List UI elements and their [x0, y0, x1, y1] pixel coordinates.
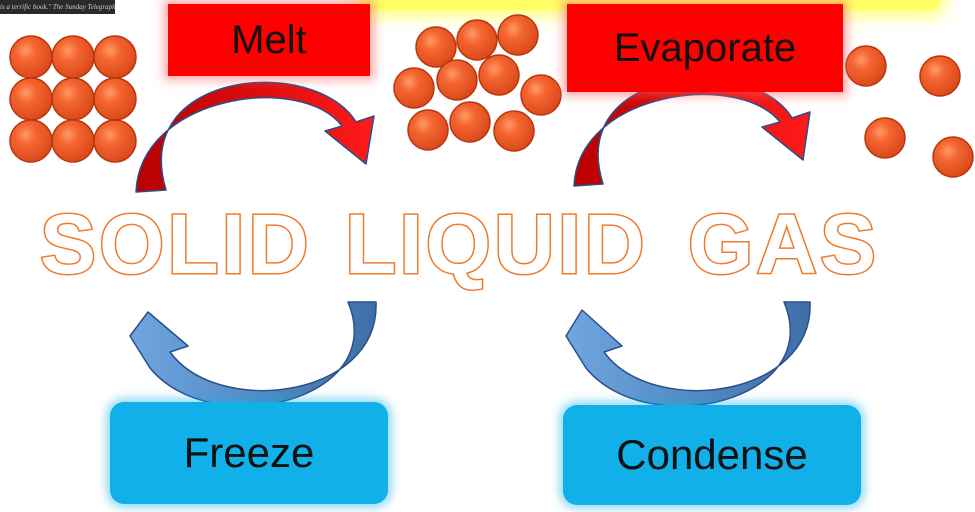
particle: [93, 35, 137, 79]
particle: [919, 55, 961, 97]
melt-arrow-icon: [135, 81, 375, 193]
state-liquid: LIQUID: [344, 196, 648, 293]
condense-label-box: Condense: [563, 405, 861, 505]
evaporate-arrow-icon: [573, 77, 811, 187]
evaporate-label-box: Evaporate: [567, 4, 843, 92]
freeze-label: Freeze: [183, 429, 315, 476]
particle: [9, 77, 53, 121]
particle: [93, 77, 137, 121]
particle: [393, 67, 435, 109]
particle: [449, 101, 491, 143]
particle: [9, 35, 53, 79]
freeze-label-box: Freeze: [110, 402, 388, 504]
particle: [497, 14, 539, 56]
particle: [93, 119, 137, 163]
freeze-arrow-icon: [129, 301, 377, 407]
evaporate-label: Evaporate: [613, 25, 797, 70]
particle: [51, 119, 95, 163]
particle: [51, 77, 95, 121]
condense-label: Condense: [616, 431, 808, 478]
particle: [864, 117, 906, 159]
particle: [478, 54, 520, 96]
particle: [436, 59, 478, 101]
particle: [493, 110, 535, 152]
condense-arrow-icon: [565, 301, 811, 407]
state-solid: SOLID: [39, 196, 312, 293]
melt-label-box: Melt: [168, 4, 370, 76]
particle: [456, 19, 498, 61]
corner-image-caption: is a terrific book." The Sunday Telegrap…: [0, 0, 115, 14]
particle: [407, 109, 449, 151]
particle: [520, 74, 562, 116]
state-gas: GAS: [686, 196, 880, 293]
particle: [415, 26, 457, 68]
particle: [845, 45, 887, 87]
particle: [932, 136, 974, 178]
particle: [51, 35, 95, 79]
particle: [9, 119, 53, 163]
melt-label: Melt: [231, 17, 307, 62]
gas-particles-icon: [845, 45, 974, 178]
liquid-particles-icon: [393, 14, 562, 152]
solid-particles-icon: [9, 35, 137, 163]
